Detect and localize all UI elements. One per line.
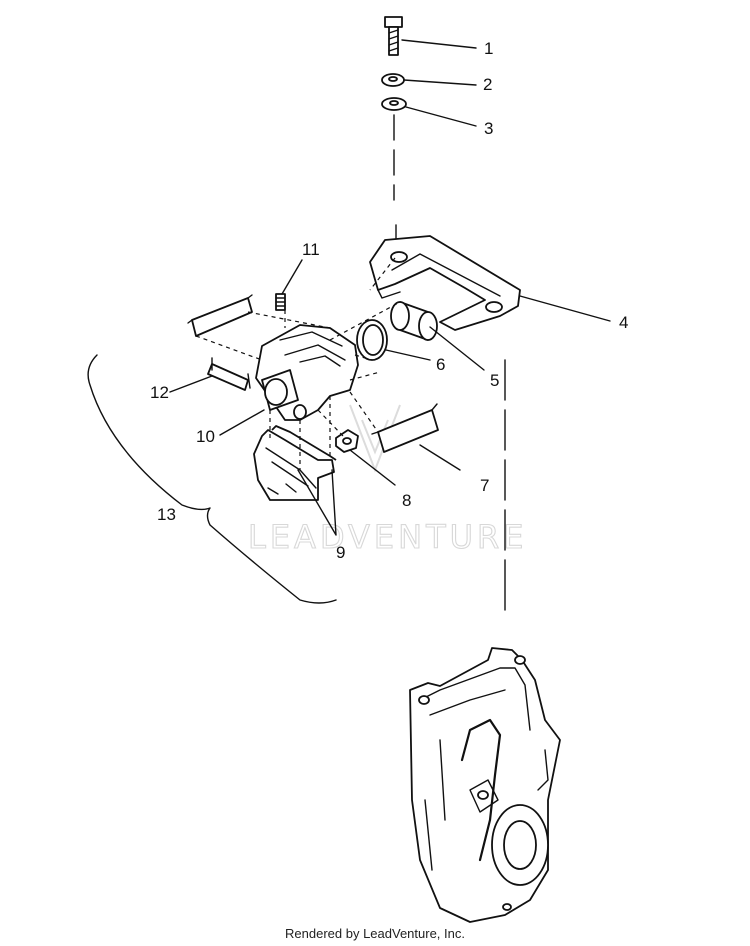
callout-13: 13 — [157, 505, 176, 524]
leader-4 — [519, 295, 611, 322]
seal-ring-part — [356, 319, 388, 361]
callout-8: 8 — [402, 491, 411, 510]
callout-10: 10 — [196, 427, 215, 446]
leader-5 — [429, 326, 485, 371]
callout-2: 2 — [483, 75, 492, 94]
leader-3 — [405, 106, 477, 127]
assembly-guides — [195, 257, 401, 470]
nut-part — [335, 429, 359, 453]
piston-part — [390, 301, 438, 341]
bolt-centerline — [393, 114, 397, 256]
footer-credit: Rendered by LeadVenture, Inc. — [285, 926, 465, 941]
callout-7: 7 — [480, 476, 489, 495]
leader-10 — [219, 409, 265, 436]
brake-pads-part — [253, 425, 337, 501]
watermark: LEADVENTURE — [247, 404, 527, 557]
leader-12 — [169, 375, 213, 393]
callout-6: 6 — [436, 355, 445, 374]
leader-1 — [401, 39, 477, 49]
leader-7 — [419, 444, 461, 471]
bleeder-screw-part — [275, 293, 286, 311]
watermark-text: LEADVENTURE — [248, 518, 527, 556]
callout-9: 9 — [336, 543, 345, 562]
right-shim-part — [371, 403, 439, 453]
pin-part — [207, 357, 251, 391]
leader-9 — [297, 469, 337, 536]
caliper-housing-part — [255, 324, 359, 421]
callout-1: 1 — [484, 39, 493, 58]
lock-washer-part — [381, 73, 405, 87]
leader-2 — [403, 79, 477, 86]
assembly-bracket-brace — [87, 354, 337, 604]
leader-6 — [385, 349, 431, 361]
callout-11: 11 — [302, 240, 320, 259]
flat-washer-part — [381, 97, 407, 111]
bolt-part — [384, 16, 403, 56]
callout-5: 5 — [490, 371, 499, 390]
upper-left-shim-part — [187, 294, 253, 337]
chaincase-part — [409, 647, 561, 923]
leader-11 — [281, 259, 303, 295]
callout-4: 4 — [619, 313, 628, 332]
callout-3: 3 — [484, 119, 493, 138]
leader-8 — [349, 449, 396, 486]
bracket-part — [369, 235, 521, 331]
callout-12: 12 — [150, 383, 169, 402]
